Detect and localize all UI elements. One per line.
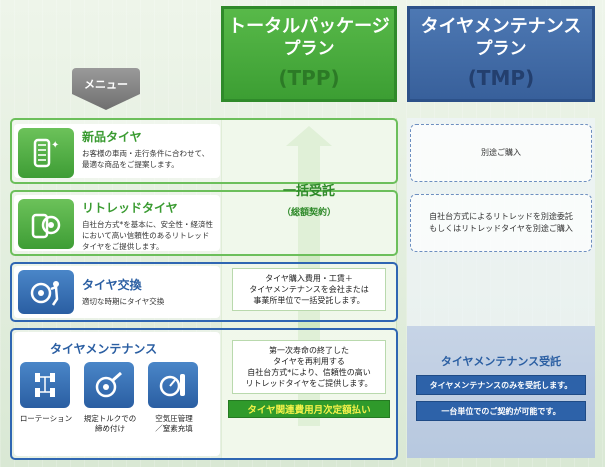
exchange-desc: 適切な時期にタイヤ交換 — [82, 297, 165, 306]
retread-desc: 自社台方式*を基本に、安全性・経済性において高い信頼性のあるリトレッドタイヤをご… — [82, 220, 214, 251]
tpp-heading-main: 一括受託 — [282, 184, 335, 199]
tmp-maintenance-only-text: タイヤメンテナンスのみを受託します。 — [429, 380, 573, 390]
tmp-header-line2: プラン — [475, 39, 527, 59]
rotation-icon — [20, 362, 70, 408]
exchange-item: タイヤ交換 適切な時期にタイヤ交換 — [14, 266, 220, 318]
tmp-per-vehicle-text: 一台単位でのご契約が可能です。 — [441, 406, 561, 416]
tpp-retread-line4: リトレッドタイヤをご提供します。 — [245, 379, 373, 388]
retread-item: リトレッドタイヤ 自社台方式*を基本に、安全性・経済性において高い信頼性のあるリ… — [14, 195, 220, 251]
new-tire-item: ✦ 新品タイヤ お客様の車両・走行条件に合わせて、最適な商品をご提案します。 — [14, 124, 220, 178]
tpp-header-line2: プラン — [283, 39, 335, 59]
tpp-package-box: タイヤ購入費用・工賃＋ タイヤメンテナンスを会社または 事業所単位で一括受託しま… — [232, 268, 386, 311]
tmp-retread-line1: 自社台方式によるリトレッドを別途委託 — [429, 212, 573, 221]
torque-icon — [84, 362, 134, 408]
tpp-retread-line2: タイヤを再利用する — [273, 357, 345, 366]
tmp-separate-purchase: 別途ご購入 — [481, 148, 521, 157]
new-tire-title: 新品タイヤ — [82, 130, 142, 144]
air-pressure-icon — [148, 362, 198, 408]
torque-label-line2: 締め付け — [95, 424, 125, 433]
tpp-heading-sub: （総額契約） — [281, 208, 336, 218]
retread-title: リトレッドタイヤ — [82, 201, 178, 215]
tpp-payment-bar: タイヤ関連費用月次定額払い — [228, 400, 390, 418]
tpp-retread-line1: 第一次寿命の終了した — [269, 346, 349, 355]
tpp-payment-label: タイヤ関連費用月次定額払い — [247, 405, 371, 416]
torque-label: 規定トルクでの 締め付け — [78, 414, 142, 434]
tmp-maintenance-only: タイヤメンテナンスのみを受託します。 — [416, 375, 586, 395]
exchange-title: タイヤ交換 — [82, 278, 142, 292]
tpp-package-line3: 事業所単位で一括受託します。 — [253, 296, 365, 305]
new-tire-icon: ✦ — [18, 128, 74, 178]
menu-tab-label: メニュー — [84, 78, 128, 91]
tpp-header-line1: トータルパッケージ — [228, 16, 390, 37]
tpp-retread-line3: 自社台方式*により、信頼性の高い — [247, 368, 371, 377]
rotation-label: ローテーション — [14, 414, 78, 424]
new-tire-desc: お客様の車両・走行条件に合わせて、最適な商品をご提案します。 — [82, 149, 210, 169]
tmp-header: タイヤメンテナンス プラン (TMP) — [407, 6, 595, 102]
tpp-header-abbr: (TPP) — [278, 66, 340, 90]
rotation-label-text: ローテーション — [19, 414, 73, 423]
air-pressure-label-line2: ／窒素充填 — [155, 424, 193, 433]
tpp-retread-box: 第一次寿命の終了した タイヤを再利用する 自社台方式*により、信頼性の高い リト… — [232, 340, 386, 394]
tmp-header-abbr: (TMP) — [467, 66, 535, 90]
tmp-header-line1: タイヤメンテナンス — [420, 16, 582, 37]
tpp-package-line2: タイヤメンテナンスを会社または — [249, 285, 369, 294]
tpp-heading: 一括受託 （総額契約） — [232, 180, 386, 218]
tpp-package-line1: タイヤ購入費用・工賃＋ — [265, 274, 353, 283]
svg-text:✦: ✦ — [51, 140, 59, 151]
tmp-new-tire-box: 別途ご購入 — [410, 124, 592, 182]
air-pressure-label-line1: 空気圧管理 — [155, 414, 193, 423]
air-pressure-label: 空気圧管理 ／窒素充填 — [142, 414, 206, 434]
tire-exchange-icon — [18, 270, 74, 314]
tmp-retread-line2: もしくはリトレッドタイヤを別途ご購入 — [429, 224, 573, 233]
maintenance-title: タイヤメンテナンス — [50, 342, 158, 356]
torque-label-line1: 規定トルクでの — [83, 414, 137, 423]
tpp-header: トータルパッケージ プラン (TPP) — [221, 6, 397, 102]
retread-icon — [18, 199, 74, 249]
tmp-per-vehicle: 一台単位でのご契約が可能です。 — [416, 401, 586, 421]
tmp-maintenance-heading: タイヤメンテナンス受託 — [440, 355, 562, 368]
tmp-retread-box: 自社台方式によるリトレッドを別途委託 もしくはリトレッドタイヤを別途ご購入 — [410, 194, 592, 252]
